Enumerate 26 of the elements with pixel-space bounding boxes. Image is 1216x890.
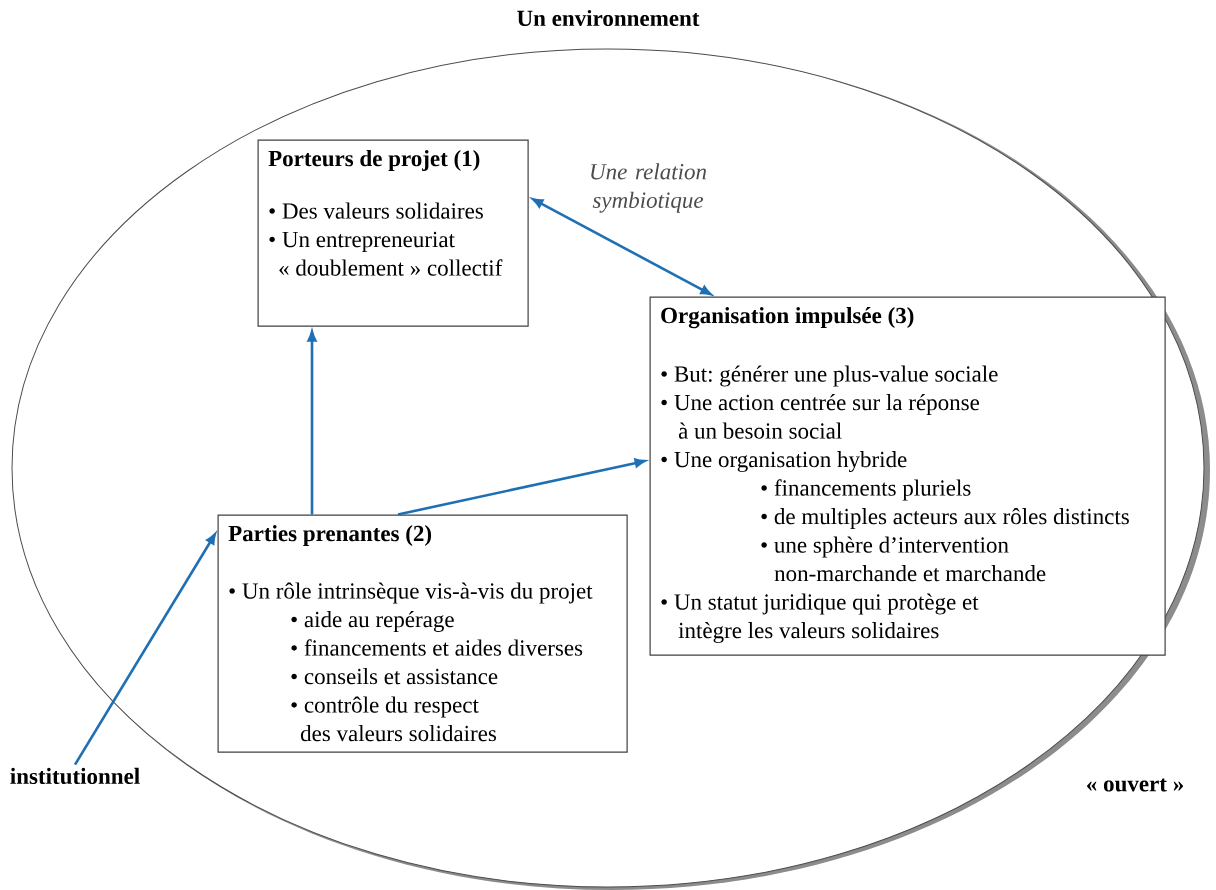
- text-label: institutionnel: [10, 767, 140, 785]
- bullet-item: • Une action centrée sur la réponse à un besoin social: [661, 394, 979, 439]
- bullet-item: • Des valeurs solidaires: [269, 202, 483, 219]
- text-label: « ouvert »: [1087, 778, 1183, 792]
- bullet-item: • contrôle du respect des valeurs solidaires: [291, 696, 496, 742]
- bullet-item: • Un entrepreneuriat « doublement » collectif: [269, 231, 503, 276]
- bullet-item: • But: générer une plus-value sociale: [661, 365, 998, 387]
- text-box: [217, 514, 628, 753]
- arrow: [73, 533, 216, 766]
- arrow: [307, 330, 317, 515]
- box-heading: Parties prenantes (2): [228, 525, 432, 546]
- text-box: [257, 139, 529, 327]
- bullet-item: • Une organisation hybride: [661, 451, 907, 473]
- box-heading: Organisation impulsée (3): [661, 307, 914, 329]
- arrow: [397, 458, 646, 516]
- bullet-item: • une sphère d’intervention non-marchande et marchande: [761, 536, 1046, 582]
- bullet-item: • Un rôle intrinsèque vis-à-vis du projet: [229, 582, 593, 604]
- bullet-item: • aide au repérage: [291, 611, 454, 632]
- bullet-item: • conseils et assistance: [291, 668, 498, 685]
- bullet-item: • financements et aides diverses: [291, 639, 583, 656]
- bullet-item: • Un statut juridique qui protège et intègre les valeurs solidaires: [661, 593, 979, 644]
- bullet-item: • de multiples acteurs aux rôles distincts: [761, 508, 1129, 529]
- box-heading: Porteurs de projet (1): [268, 150, 480, 171]
- text-box: [649, 296, 1166, 656]
- bullet-item: • financements pluriels: [761, 479, 971, 501]
- ellipse-heading: Un environnement: [517, 9, 700, 27]
